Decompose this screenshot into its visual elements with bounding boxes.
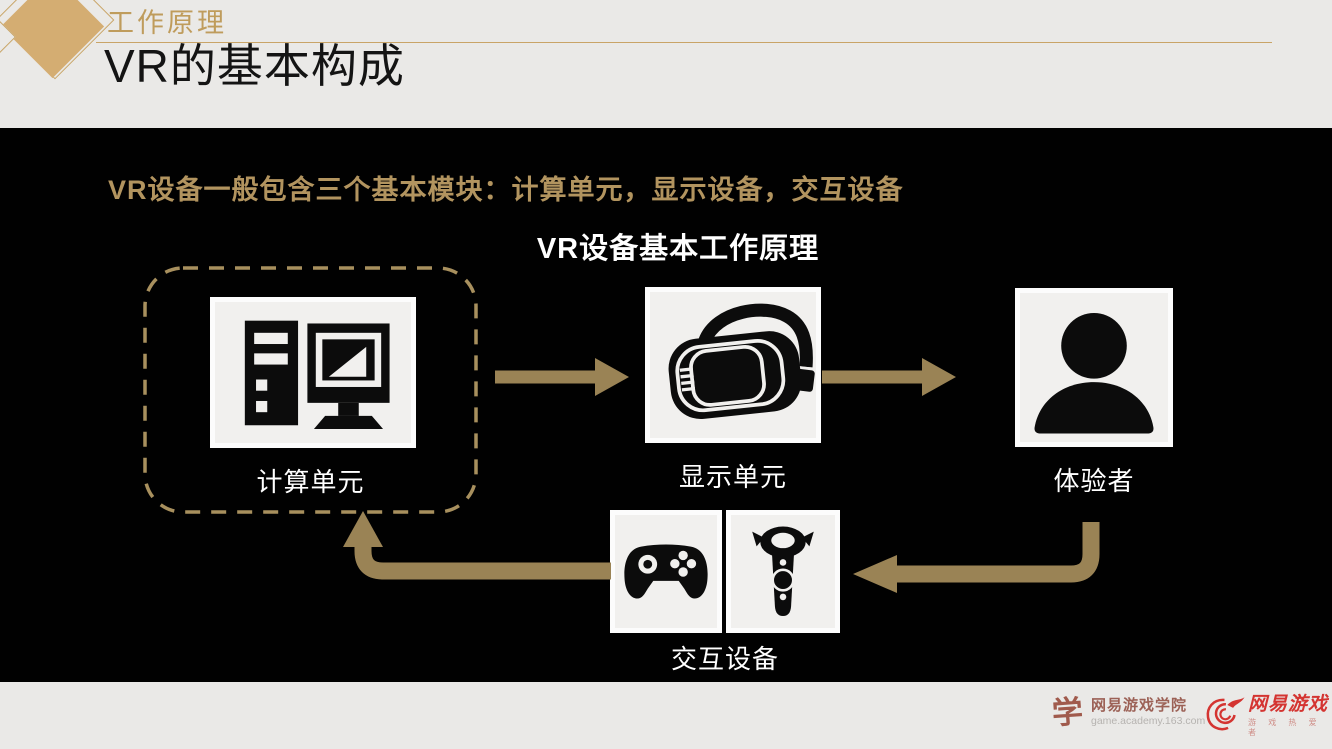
display-unit-label: 显示单元 bbox=[678, 462, 787, 492]
compute-dashed-outline bbox=[143, 266, 478, 514]
netease-flame-icon bbox=[1206, 697, 1245, 731]
experiencer-label: 体验者 bbox=[1053, 466, 1135, 496]
arrow-compute-to-display bbox=[495, 358, 629, 396]
slide-header: 工作原理 VR的基本构成 bbox=[0, 0, 1332, 128]
slide-body: VR设备一般包含三个基本模块：计算单元，显示设备，交互设备 VR设备基本工作原理 bbox=[0, 128, 1332, 682]
slide-footer: 学 网易游戏学院 game.academy.163.com 网易游戏 游 戏 热… bbox=[0, 682, 1332, 749]
compute-unit-box bbox=[210, 297, 416, 448]
interaction-controller-box bbox=[726, 510, 840, 633]
display-unit-box bbox=[645, 287, 821, 443]
diamond-icon bbox=[0, 0, 105, 79]
gamepad-icon bbox=[624, 543, 708, 599]
arrow-display-to-user bbox=[822, 358, 956, 396]
academy-seal-icon: 学 bbox=[1050, 693, 1085, 732]
vr-controller-icon bbox=[752, 526, 814, 616]
computer-icon bbox=[244, 320, 390, 429]
person-icon bbox=[1034, 313, 1154, 434]
brand-name: 网易游戏 bbox=[1247, 694, 1328, 715]
academy-name: 网易游戏学院 bbox=[1091, 697, 1188, 714]
experiencer-box bbox=[1015, 288, 1173, 447]
academy-logo: 学 网易游戏学院 game.academy.163.com bbox=[1050, 693, 1205, 732]
netease-text: 网易游戏 游 戏 热 爱 者 bbox=[1248, 694, 1332, 738]
academy-text: 网易游戏学院 game.academy.163.com bbox=[1091, 696, 1205, 728]
academy-url: game.academy.163.com bbox=[1091, 715, 1206, 727]
arrow-interaction-to-compute bbox=[343, 511, 611, 580]
header-divider-line bbox=[96, 42, 1272, 43]
page-title: VR的基本构成 bbox=[104, 40, 405, 92]
section-kicker: 工作原理 bbox=[107, 8, 227, 38]
interaction-gamepad-box bbox=[610, 510, 722, 633]
netease-logo: 网易游戏 游 戏 热 爱 者 bbox=[1203, 694, 1332, 738]
vr-headset-icon bbox=[668, 303, 816, 419]
compute-unit-label: 计算单元 bbox=[256, 467, 365, 497]
arrow-user-to-interaction bbox=[853, 522, 1100, 593]
diagram-title: VR设备基本工作原理 bbox=[536, 233, 820, 265]
brand-tagline: 游 戏 热 爱 者 bbox=[1247, 718, 1322, 737]
interaction-devices-label: 交互设备 bbox=[670, 644, 779, 674]
intro-text: VR设备一般包含三个基本模块：计算单元，显示设备，交互设备 bbox=[108, 175, 904, 205]
